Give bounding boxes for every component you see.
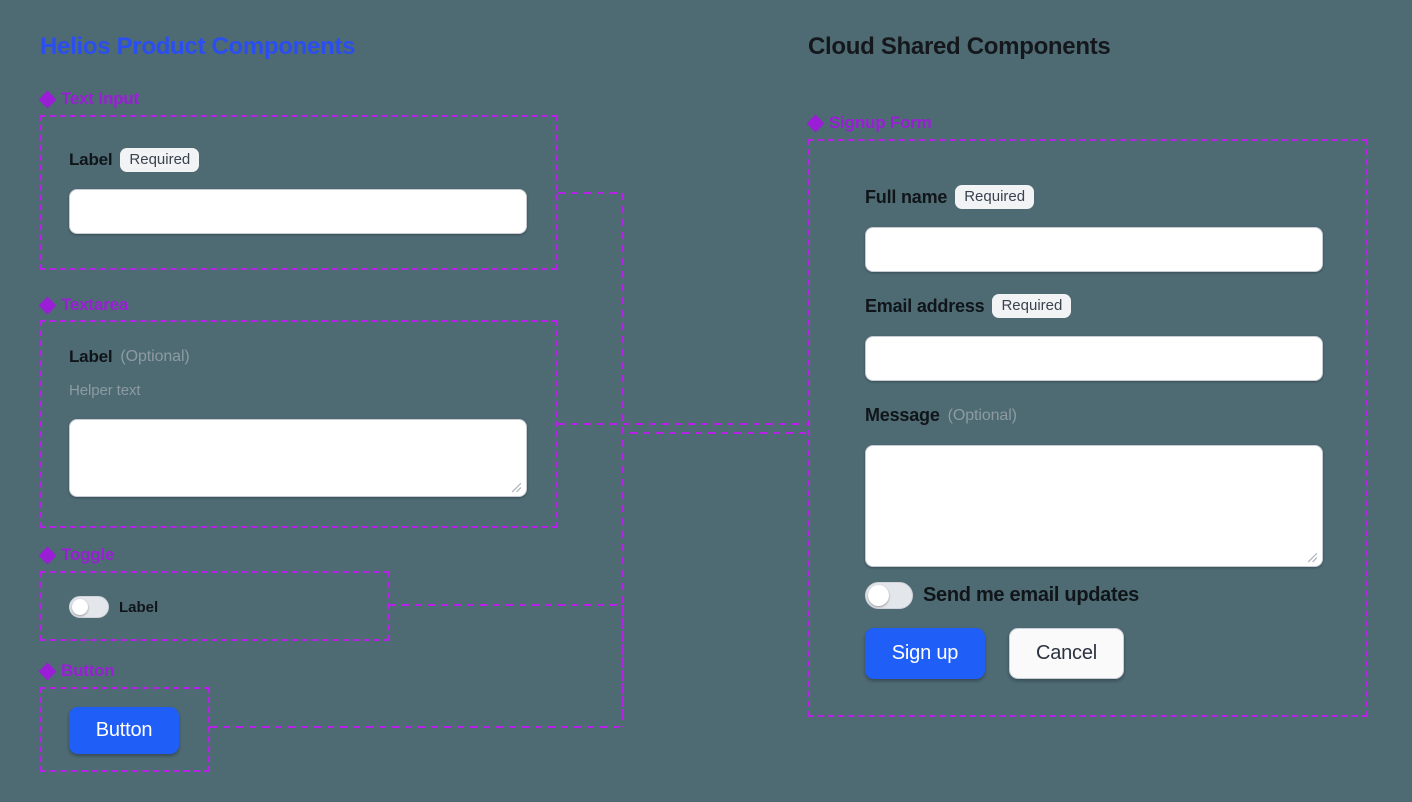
full-name-input[interactable] [865,227,1323,272]
section-header-toggle: Toggle [38,545,115,565]
cancel-button[interactable]: Cancel [1009,628,1124,679]
message-label-row: Message (Optional) [865,405,1017,426]
section-label: Text Input [61,89,139,108]
page-title-left: Helios Product Components [40,33,356,60]
diamond-cluster-icon [806,114,825,132]
toggle-knob [868,585,889,606]
toggle-label: Label [119,598,159,616]
text-input-label: Label [69,150,113,170]
text-input-field[interactable] [69,189,527,234]
status-badge-required: Required [955,185,1035,210]
diamond-cluster-icon [38,296,57,314]
full-name-label: Full name [865,186,948,207]
text-input-label-row: Label Required [69,148,200,173]
diamond-cluster-icon [38,662,57,680]
textarea-field[interactable] [70,420,526,496]
textarea-label: Label [69,347,113,366]
status-badge-required: Required [992,294,1072,319]
component-box-toggle: Label [40,571,389,641]
demo-button[interactable]: Button [69,707,179,754]
component-box-text-input: Label Required [40,115,558,270]
email-updates-toggle-row[interactable]: Send me email updates [865,582,1139,609]
status-badge-required: Required [120,148,200,173]
textarea-helper-text: Helper text [69,382,141,399]
email-address-input[interactable] [865,336,1323,381]
section-header-text-input: Text Input [38,89,139,109]
resize-handle-icon[interactable] [1305,550,1318,563]
message-textarea-wrapper[interactable] [865,445,1323,567]
component-box-signup-form: Full name Required Email address Require… [808,139,1368,717]
section-header-textarea: Textarea [38,295,129,315]
section-label: Toggle [61,545,115,564]
section-label: Button [61,661,115,680]
email-address-label: Email address [865,295,985,316]
section-label: Textarea [61,295,129,314]
resize-handle-icon[interactable] [509,480,522,493]
toggle-knob [72,599,88,615]
message-label: Message [865,405,940,425]
email-updates-toggle[interactable] [865,582,913,609]
sign-up-button[interactable]: Sign up [865,628,985,679]
diamond-cluster-icon [38,90,57,108]
page-title-right: Cloud Shared Components [808,33,1111,60]
message-optional-tag: (Optional) [947,406,1017,424]
message-textarea[interactable] [866,446,1322,566]
full-name-label-row: Full name Required [865,185,1035,210]
component-box-textarea: Label (Optional) Helper text [40,320,558,528]
section-label: Signup Form [829,113,932,132]
section-header-signup-form: Signup Form [806,113,932,133]
toggle-row[interactable]: Label [69,596,158,618]
textarea-optional-tag: (Optional) [120,348,190,365]
textarea-label-row: Label (Optional) [69,347,190,367]
email-updates-label: Send me email updates [923,584,1139,606]
diamond-cluster-icon [38,546,57,564]
section-header-button: Button [38,661,115,681]
textarea-field-wrapper[interactable] [69,419,527,497]
email-address-label-row: Email address Required [865,294,1072,319]
toggle-switch[interactable] [69,596,109,618]
component-box-button: Button [40,687,210,772]
